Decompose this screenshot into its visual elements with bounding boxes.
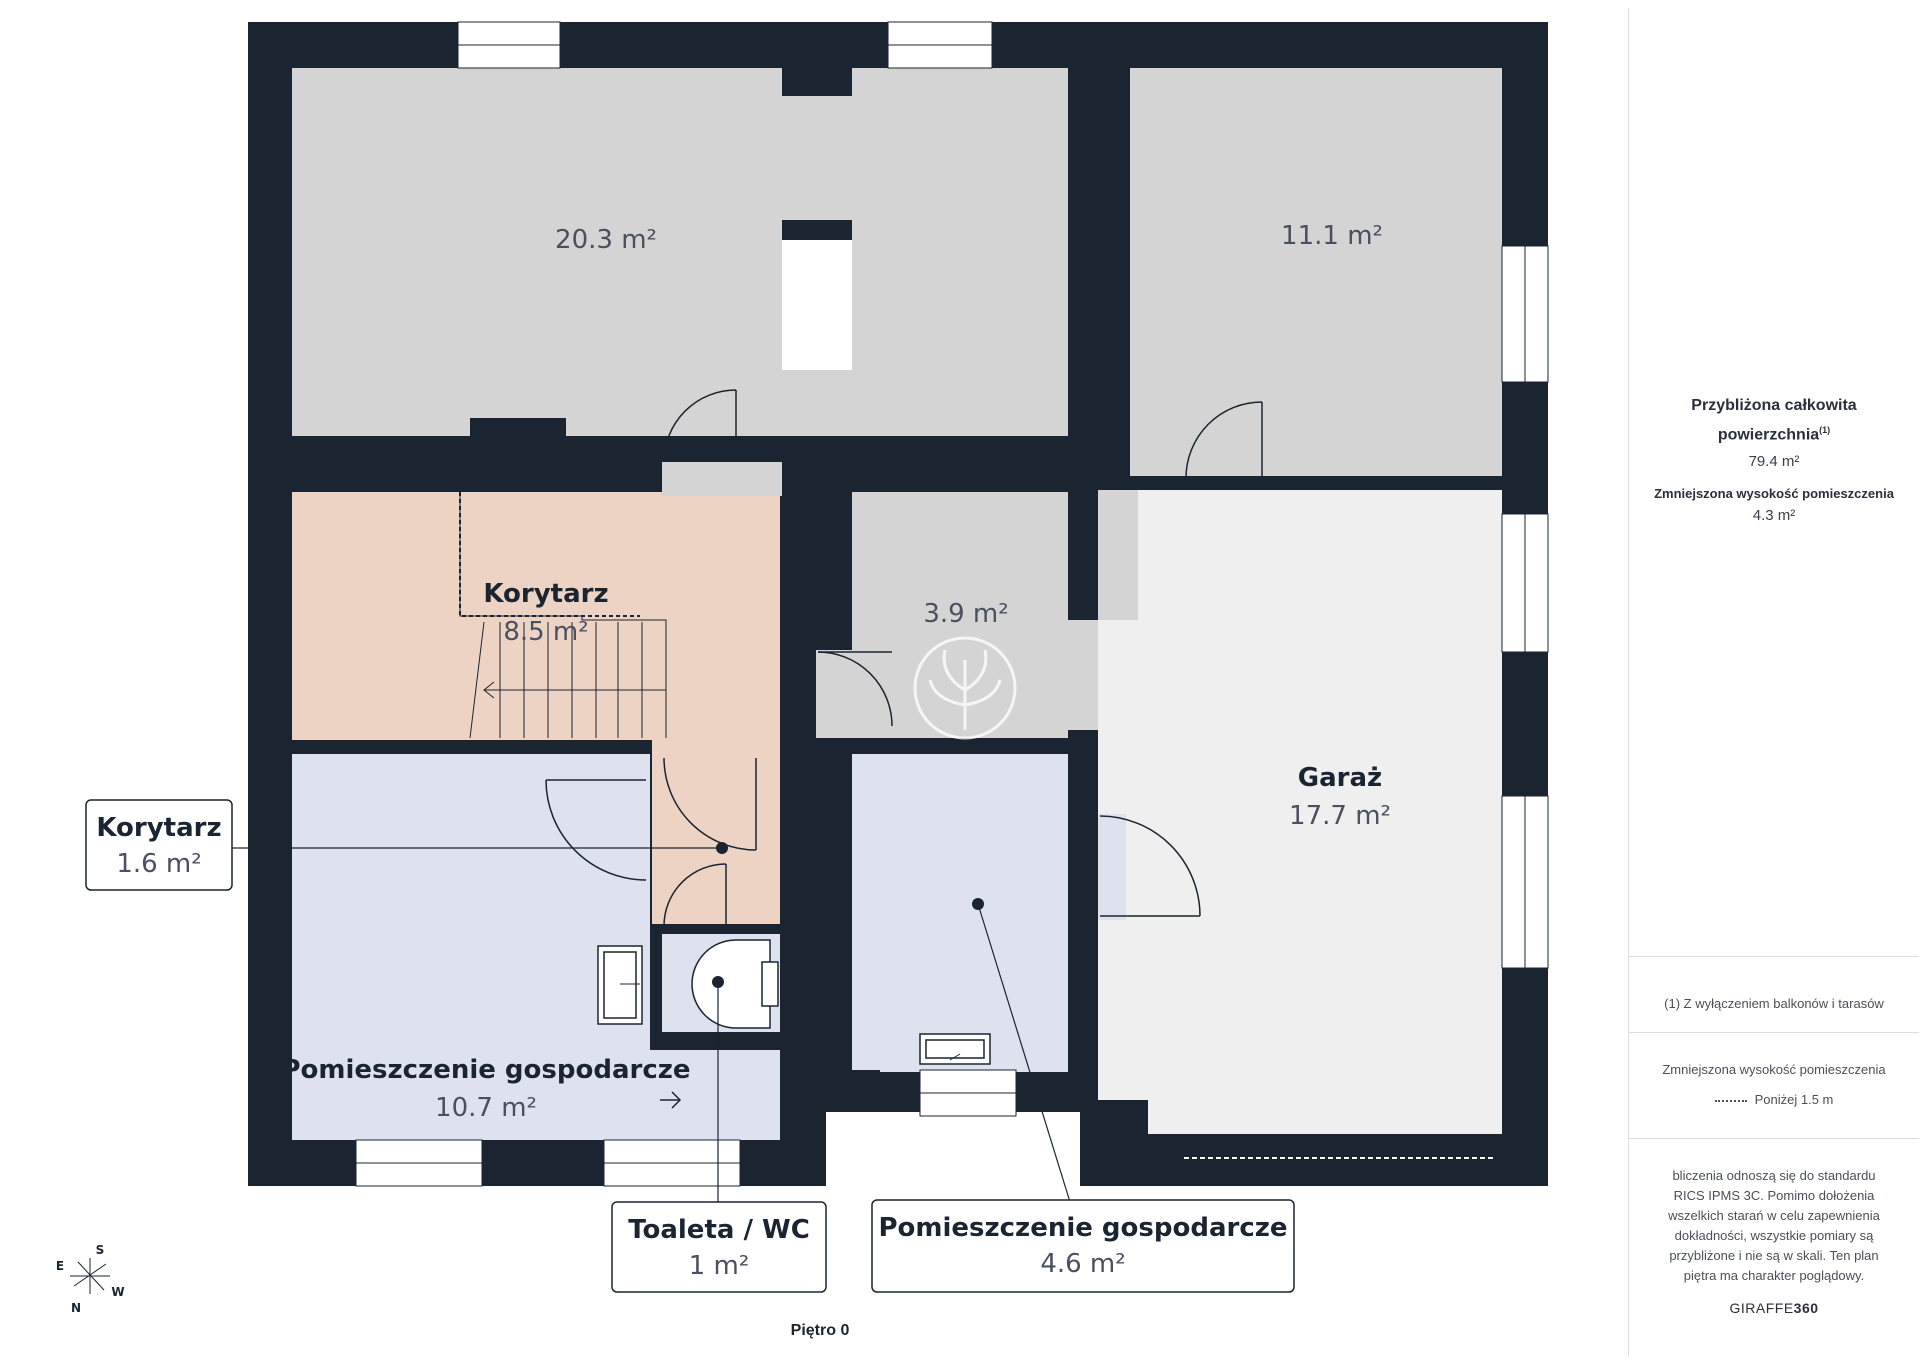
doors — [545, 389, 1263, 927]
brand-bold: 360 — [1793, 1300, 1819, 1316]
compass: S E W N — [56, 1243, 125, 1315]
garage-floor-upper — [1130, 490, 1502, 630]
callout-toilet-area: 1 m² — [689, 1251, 750, 1281]
brand-logo: GIRAFFE360 — [1629, 1300, 1919, 1316]
callout-corridor-area: 1.6 m² — [116, 849, 201, 879]
utility-large-area: 10.7 m² — [435, 1093, 537, 1123]
total-area-value: 79.4 m² — [1748, 453, 1800, 471]
total-area-block: Przybliżona całkowita powierzchnia(1) 79… — [1629, 394, 1919, 524]
room-c-area: 3.9 m² — [923, 599, 1008, 629]
leader-dot-utility — [972, 898, 984, 910]
reduced-height-title: Zmniejszona wysokość pomieszczenia — [1654, 486, 1894, 502]
sidebar-divider-1 — [1629, 956, 1919, 957]
wall-bump — [470, 418, 566, 436]
callout-utility-area: 4.6 m² — [1040, 1249, 1125, 1279]
room-a-area: 20.3 m² — [555, 225, 657, 255]
fixtures — [597, 939, 991, 1065]
garage-name: Garaż — [1298, 763, 1382, 793]
sidebar-divider-3 — [1629, 1138, 1919, 1139]
disclaimer-block: bliczenia odnoszą się do standardu RICS … — [1629, 1166, 1919, 1316]
compass-w: W — [111, 1285, 124, 1299]
corridor-door-gap — [662, 462, 782, 496]
compass-s: S — [96, 1243, 105, 1257]
disclaimer-line-2: RICS IPMS 3C. Pomimo dołożenia — [1673, 1188, 1875, 1203]
compass-rose-icon — [70, 1258, 110, 1294]
garage-pillar — [1098, 1100, 1148, 1186]
room-c-floor — [852, 492, 1068, 738]
floor-label: Piętro 0 — [790, 1322, 850, 1339]
garage-gray-strip — [1098, 490, 1138, 620]
callout-box-utility — [871, 1199, 1295, 1293]
brand-light: GIRAFFE — [1729, 1300, 1794, 1316]
disclaimer-line-4: dokładności, wszystkie pomiary są — [1674, 1228, 1874, 1243]
disclaimer-line-6: piętra ma charakter poglądowy. — [1683, 1268, 1865, 1283]
disclaimer-line-3: wszelkich starań w celu zapewnienia — [1668, 1208, 1880, 1223]
utility-large-name: Pomieszczenie gospodarcze — [281, 1055, 690, 1085]
stairs — [459, 492, 667, 739]
callout-utility-name: Pomieszczenie gospodarcze — [878, 1213, 1287, 1243]
entry-notch — [826, 1112, 1080, 1186]
entry-arrow — [660, 1091, 682, 1109]
watermark-logo — [913, 636, 1017, 740]
total-area-title-2: powierzchnia(1) — [1629, 418, 1919, 447]
compass-e: E — [56, 1259, 64, 1273]
garage-area: 17.7 m² — [1289, 801, 1391, 831]
shaft-opening — [782, 240, 852, 370]
utility-small-floor — [852, 754, 1068, 1070]
sidebar-divider-2 — [1629, 1032, 1919, 1033]
legend-item: Poniżej 1.5 m — [1629, 1090, 1919, 1110]
reduced-height-value: 4.3 m² — [1752, 507, 1796, 525]
callout-box-corridor — [85, 799, 233, 891]
room-a-floor — [292, 68, 1068, 436]
fixture-tap-2 — [949, 1053, 961, 1061]
info-sidebar: Przybliżona całkowita powierzchnia(1) 79… — [1628, 8, 1919, 1356]
room-b-area: 11.1 m² — [1281, 221, 1383, 251]
leader-dot-toilet — [712, 976, 724, 988]
footnote: (1) Z wyłączeniem balkonów i tarasów — [1664, 996, 1884, 1011]
callout-corridor-name: Korytarz — [96, 813, 221, 843]
floor-plan: 20.3 m² 11.1 m² Korytarz 8.5 m² 3.9 m² G… — [56, 21, 1549, 1315]
disclaimer-line-5: przybliżone i nie są w skali. Ten plan — [1669, 1248, 1879, 1263]
total-area-title-1: Przybliżona całkowita — [1691, 397, 1857, 414]
compass-n: N — [71, 1301, 81, 1315]
corridor-name: Korytarz — [483, 579, 608, 609]
total-area-title-2-text: powierzchnia — [1717, 426, 1820, 444]
window-mullions — [356, 44, 1526, 1164]
legend-item-label: Poniżej 1.5 m — [1754, 1092, 1834, 1107]
dotted-line-icon — [1714, 1099, 1747, 1102]
room-c-door-gap — [816, 650, 852, 738]
wall-stub-top — [782, 68, 852, 96]
leader-dot-corridor — [716, 842, 728, 854]
callout-toilet-name: Toaleta / WC — [628, 1215, 810, 1245]
legend-title: Zmniejszona wysokość pomieszczenia — [1662, 1062, 1886, 1077]
utility-small-door-gap — [1098, 814, 1126, 920]
total-area-sup: (1) — [1819, 425, 1831, 435]
legend-block: Zmniejszona wysokość pomieszczenia Poniż… — [1629, 1060, 1919, 1110]
disclaimer-line-1: bliczenia odnoszą się do standardu — [1672, 1168, 1876, 1183]
utility-large-floor — [292, 754, 650, 1140]
room-b-floor — [1130, 68, 1502, 476]
leader-lines — [232, 847, 1071, 1203]
garage-floor — [1098, 620, 1502, 1134]
garage-gray-notch — [1058, 620, 1098, 730]
wall-stub-mid — [782, 220, 852, 240]
utility-large-floor-ext — [650, 1050, 780, 1140]
callout-box-toilet — [611, 1201, 827, 1293]
corridor-area: 8.5 m² — [503, 617, 588, 647]
